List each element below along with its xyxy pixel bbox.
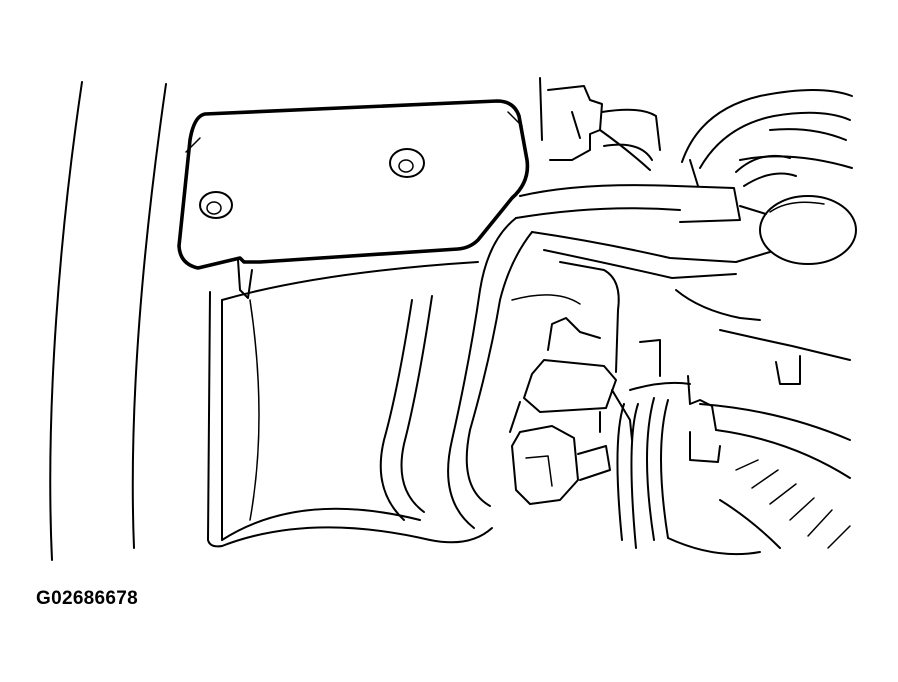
cover-panel — [177, 99, 530, 270]
air-duct-body — [221, 299, 493, 547]
fender-edge-lines — [49, 81, 167, 561]
round-cap — [759, 195, 857, 265]
air-inlet-tube — [616, 375, 851, 556]
lower-duct-lines — [379, 294, 581, 521]
cover-bracket — [207, 259, 479, 548]
figure-id-label: G02686678 — [36, 588, 139, 609]
upper-hose — [675, 89, 853, 385]
sensor-connector — [509, 261, 661, 505]
top-connector — [539, 77, 661, 171]
